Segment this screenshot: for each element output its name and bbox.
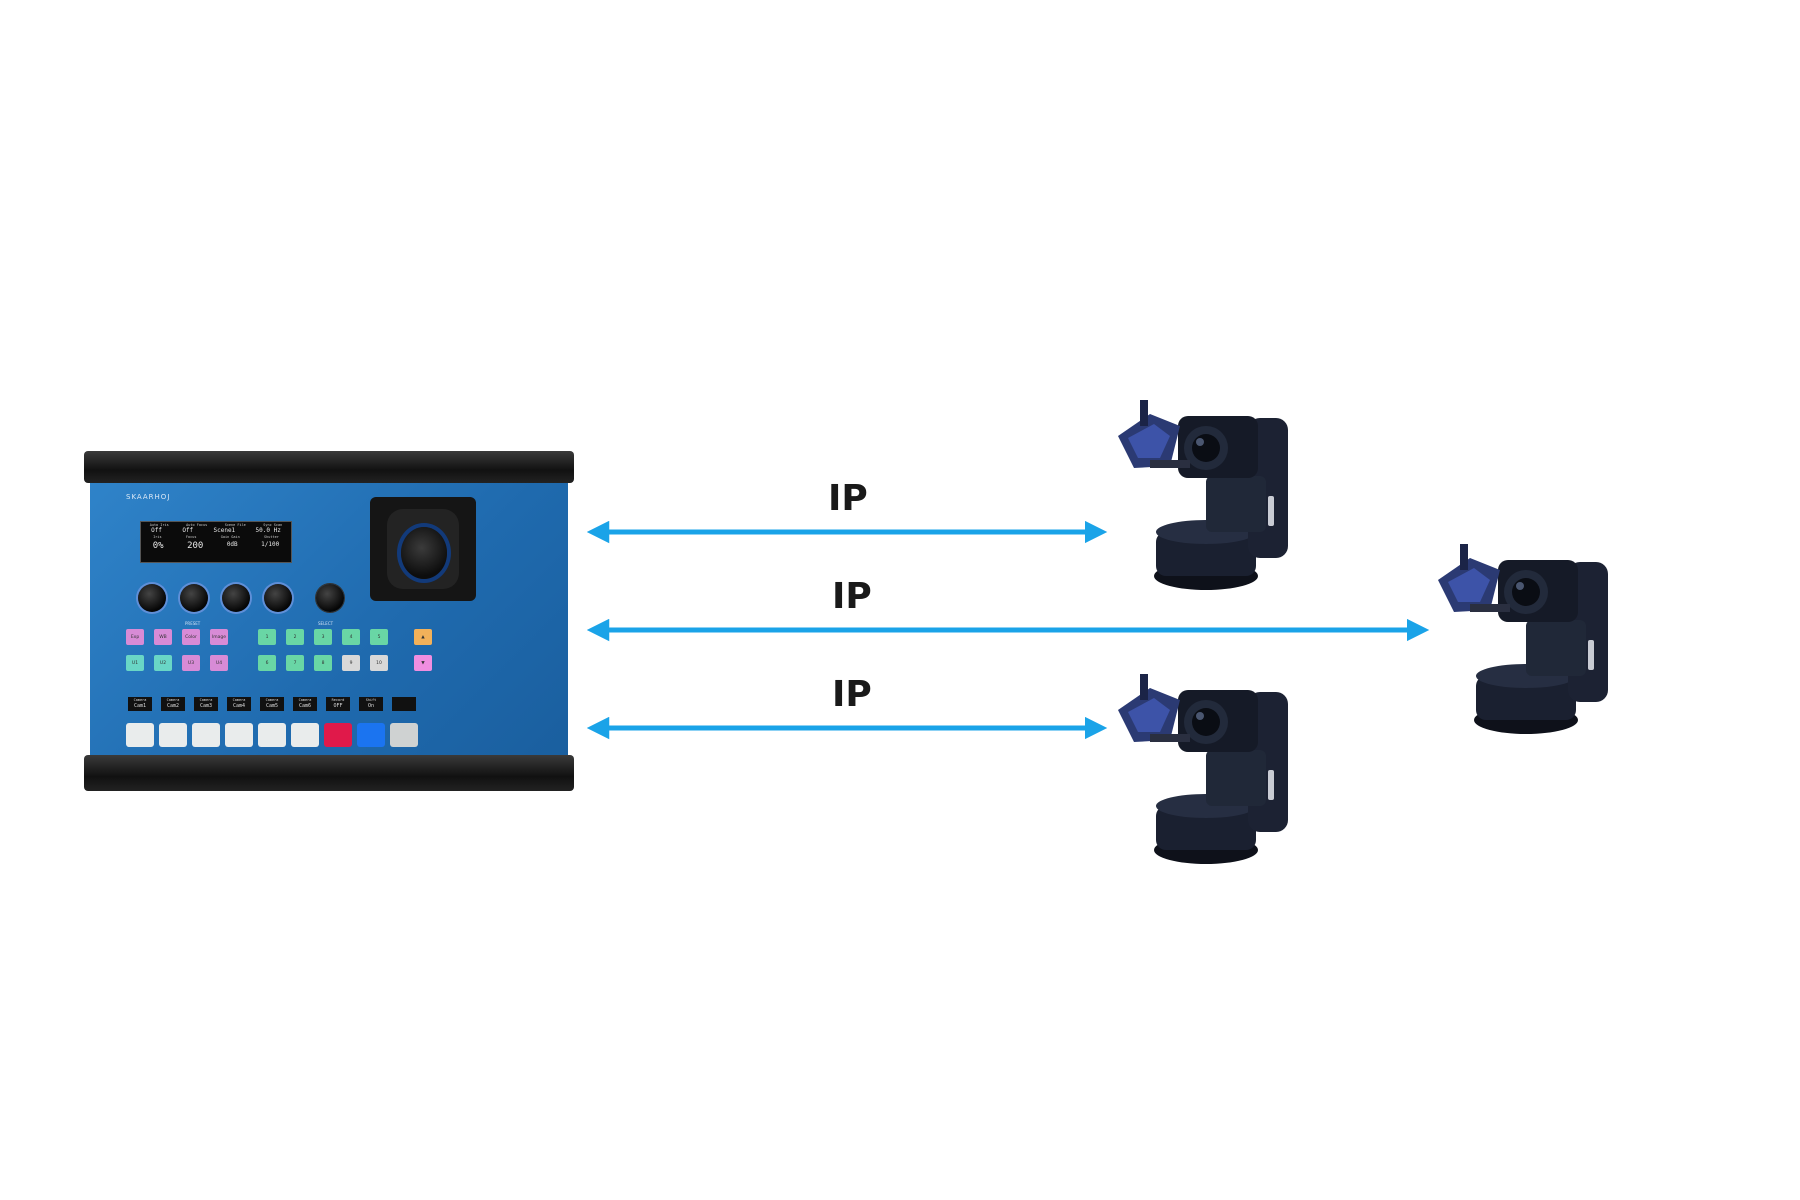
display-value: 0dB (226, 541, 238, 548)
select-button-7[interactable]: 7 (286, 655, 304, 671)
wb-button[interactable]: WB (154, 629, 172, 645)
ip-label-1: IP (828, 478, 868, 519)
encoder-knob[interactable] (316, 584, 344, 612)
select-button-5[interactable]: 5 (370, 629, 388, 645)
ptz-camera-icon (1118, 400, 1288, 590)
image-button[interactable]: Image (210, 629, 228, 645)
display-value: Scene1 (213, 527, 236, 534)
encoder-knob[interactable] (222, 584, 250, 612)
camera-select-button[interactable] (291, 723, 319, 747)
user-button-1[interactable]: U1 (126, 655, 144, 671)
group-label-preset: PRESET (185, 621, 201, 626)
encoder-knob[interactable] (180, 584, 208, 612)
extra-button[interactable] (390, 723, 418, 747)
user-button-4[interactable]: U4 (210, 655, 228, 671)
mini-display (392, 697, 416, 711)
down-button[interactable]: ▼ (414, 655, 432, 671)
display-header: Shutter (264, 535, 279, 539)
display-value: 1/100 (261, 541, 280, 548)
controller-display: Auto Iris Auto Focus Scene File Sync Sca… (140, 521, 292, 563)
encoder-knob[interactable] (138, 584, 166, 612)
display-header: Auto Focus (186, 523, 208, 527)
record-button[interactable] (324, 723, 352, 747)
exp-button[interactable]: Exp (126, 629, 144, 645)
ptz-camera-icon (1438, 544, 1608, 734)
display-value: 50.0 Hz (255, 527, 281, 534)
joystick-icon[interactable] (370, 497, 476, 601)
display-value: 0% (152, 541, 164, 551)
select-button-3[interactable]: 3 (314, 629, 332, 645)
select-button-10[interactable]: 10 (370, 655, 388, 671)
display-header: Auto Iris (149, 523, 169, 527)
controller-bottom-rail (84, 755, 574, 791)
camera-select-button[interactable] (192, 723, 220, 747)
display-header: Iris (153, 535, 162, 539)
camera-select-button[interactable] (126, 723, 154, 747)
select-button-1[interactable]: 1 (258, 629, 276, 645)
user-button-2[interactable]: U2 (154, 655, 172, 671)
ip-label-3: IP (832, 674, 872, 715)
display-header: Focus (185, 535, 197, 539)
camera-controller: SKAARHOJ Auto Iris Auto Focus Scene File… (84, 451, 574, 791)
display-header: Scene File (224, 523, 246, 527)
encoder-knob[interactable] (264, 584, 292, 612)
controller-top-rail (84, 451, 574, 483)
display-header: Gain Gain (220, 535, 240, 539)
color-button[interactable]: Color (182, 629, 200, 645)
camera-select-button[interactable] (225, 723, 253, 747)
camera-select-button[interactable] (258, 723, 286, 747)
brand-logo: SKAARHOJ (126, 493, 171, 501)
group-label-select: SELECT (318, 621, 334, 626)
select-button-2[interactable]: 2 (286, 629, 304, 645)
display-value: Off (182, 527, 194, 534)
ptz-camera-icon (1118, 674, 1288, 864)
display-value: 200 (187, 541, 204, 551)
controller-panel: SKAARHOJ Auto Iris Auto Focus Scene File… (90, 483, 568, 755)
camera-select-button[interactable] (159, 723, 187, 747)
shift-button[interactable] (357, 723, 385, 747)
user-button-3[interactable]: U3 (182, 655, 200, 671)
display-header: Sync Scan (263, 523, 283, 527)
select-button-4[interactable]: 4 (342, 629, 360, 645)
display-value: Off (151, 527, 162, 534)
select-button-6[interactable]: 6 (258, 655, 276, 671)
up-button[interactable]: ▲ (414, 629, 432, 645)
select-button-8[interactable]: 8 (314, 655, 332, 671)
ip-label-2: IP (832, 576, 872, 617)
select-button-9[interactable]: 9 (342, 655, 360, 671)
